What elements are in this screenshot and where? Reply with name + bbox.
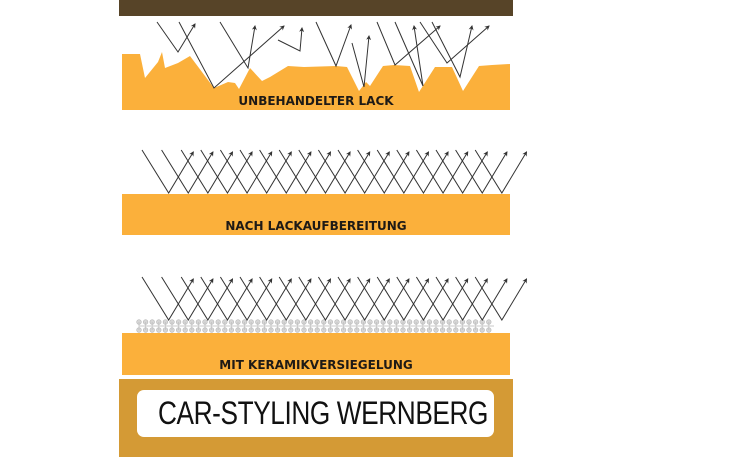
panel-untreated-graphic: UNBEHANDELTER LACK — [122, 21, 510, 110]
panel-polished-label: NACH LACKAUFBEREITUNG — [225, 219, 406, 233]
panel-untreated-label: UNBEHANDELTER LACK — [238, 94, 394, 108]
footer-banner: CAR-STYLING WERNBERG — [119, 379, 513, 457]
panel-ceramic-graphic: MIT KERAMIKVERSIEGELUNG — [122, 276, 528, 375]
coated-paint-surface — [122, 333, 510, 375]
smooth-paint-surface — [122, 194, 510, 235]
brand-name: CAR-STYLING WERNBERG — [158, 395, 489, 431]
panel-polished-graphic: NACH LACKAUFBEREITUNG — [122, 149, 528, 235]
diagram-graphics: UNBEHANDELTER LACK NACH LACKAUFBEREITUNG… — [122, 21, 528, 375]
top-bar — [119, 0, 513, 16]
ceramic-coating-layer — [136, 319, 494, 333]
rough-paint-surface — [122, 52, 510, 110]
location-tag[interactable]: CAR-STYLING WERNBERG — [137, 390, 494, 437]
panel-ceramic-label: MIT KERAMIKVERSIEGELUNG — [219, 358, 412, 372]
